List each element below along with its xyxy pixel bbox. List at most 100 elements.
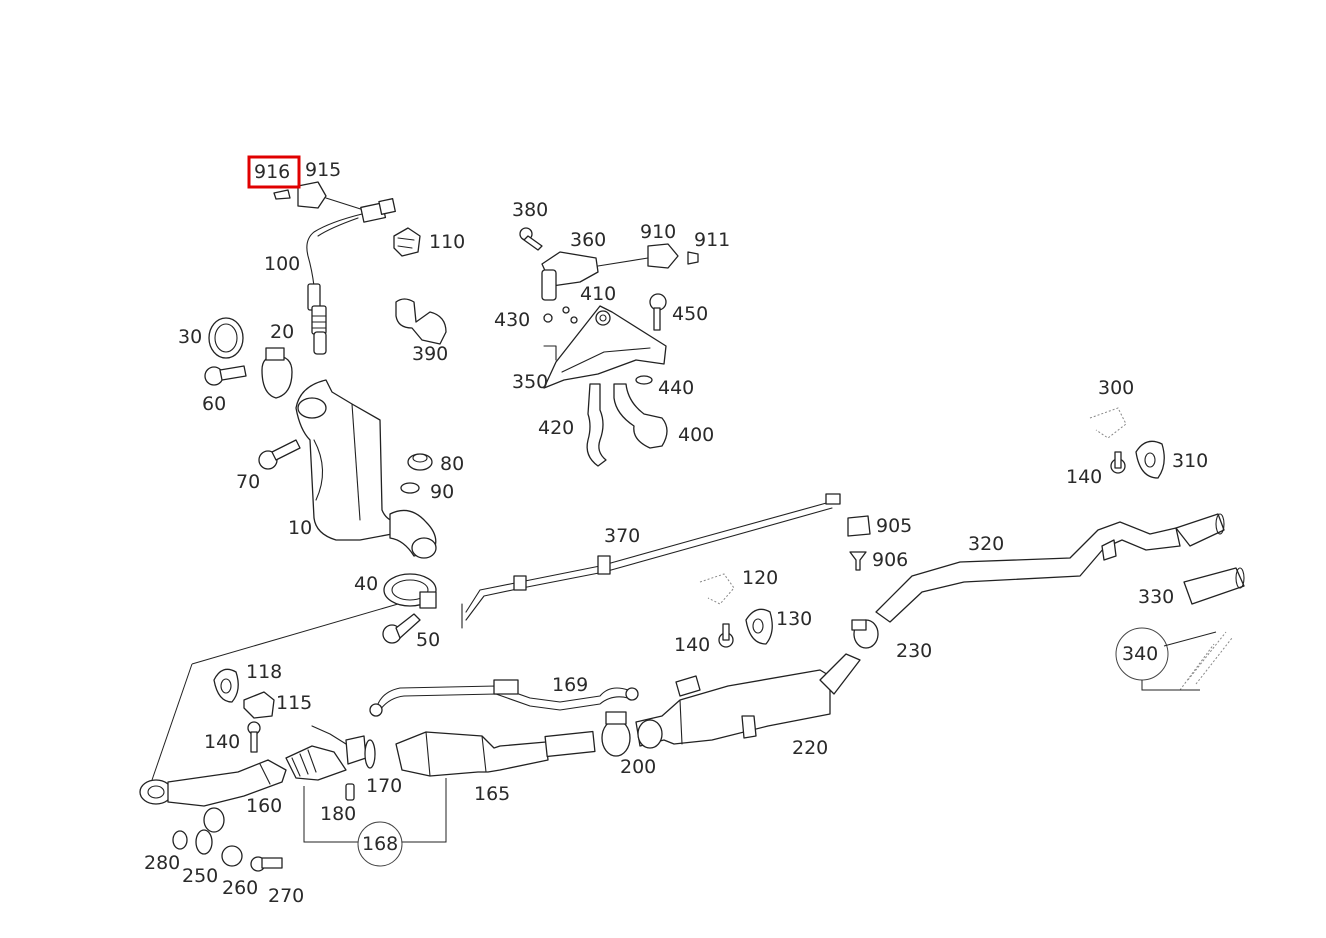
label-230[interactable]: 230 bbox=[896, 640, 932, 662]
cable-370[interactable] bbox=[461, 493, 841, 629]
sensor-180[interactable] bbox=[345, 783, 355, 801]
grille-340[interactable] bbox=[1179, 631, 1233, 691]
connector-911[interactable] bbox=[687, 251, 699, 265]
label-910[interactable]: 910 bbox=[640, 221, 676, 243]
label-40[interactable]: 40 bbox=[354, 573, 378, 595]
label-310[interactable]: 310 bbox=[1172, 450, 1208, 472]
label-140-rear[interactable]: 140 bbox=[1066, 466, 1102, 488]
label-140-front[interactable]: 140 bbox=[204, 731, 240, 753]
bolt-140-front[interactable] bbox=[247, 721, 261, 753]
hanger-118[interactable] bbox=[213, 668, 239, 703]
bolt-140-rear[interactable] bbox=[1110, 451, 1126, 474]
label-70[interactable]: 70 bbox=[236, 471, 260, 493]
label-350[interactable]: 350 bbox=[512, 371, 548, 393]
label-430[interactable]: 430 bbox=[494, 309, 530, 331]
washer-430[interactable] bbox=[543, 306, 578, 324]
bolt-60[interactable] bbox=[204, 365, 247, 386]
bolt-270[interactable] bbox=[250, 856, 283, 872]
connector-910[interactable] bbox=[647, 243, 679, 269]
clamp-440[interactable] bbox=[635, 375, 653, 385]
rear-muffler-330[interactable] bbox=[1183, 567, 1245, 605]
bracket-115[interactable] bbox=[243, 691, 275, 719]
label-916[interactable]: 916 bbox=[254, 161, 290, 183]
dpf-165[interactable] bbox=[395, 730, 596, 777]
label-130[interactable]: 130 bbox=[776, 608, 812, 630]
catalytic-converter-10[interactable] bbox=[295, 379, 437, 559]
label-270[interactable]: 270 bbox=[268, 885, 304, 907]
cap-906[interactable] bbox=[849, 551, 867, 571]
nut-260[interactable] bbox=[221, 845, 243, 867]
label-50[interactable]: 50 bbox=[416, 629, 440, 651]
bolt-450[interactable] bbox=[649, 293, 667, 331]
label-180[interactable]: 180 bbox=[320, 803, 356, 825]
bolt-140-middle[interactable] bbox=[718, 623, 734, 648]
clamp-20[interactable] bbox=[261, 347, 293, 399]
connector-916[interactable] bbox=[273, 189, 291, 200]
hanger-310[interactable] bbox=[1135, 440, 1165, 479]
label-220[interactable]: 220 bbox=[792, 737, 828, 759]
label-320[interactable]: 320 bbox=[968, 533, 1004, 555]
ring-280[interactable] bbox=[172, 830, 188, 850]
bolt-70[interactable] bbox=[258, 439, 301, 470]
label-169[interactable]: 169 bbox=[552, 674, 588, 696]
gasket-30[interactable] bbox=[208, 317, 244, 359]
label-911[interactable]: 911 bbox=[694, 229, 730, 251]
hose-420[interactable] bbox=[586, 383, 607, 467]
label-100[interactable]: 100 bbox=[264, 253, 300, 275]
label-118[interactable]: 118 bbox=[246, 661, 282, 683]
heat-shield-bracket-350[interactable] bbox=[543, 305, 667, 389]
label-160[interactable]: 160 bbox=[246, 795, 282, 817]
label-120[interactable]: 120 bbox=[742, 567, 778, 589]
clamp-230[interactable] bbox=[851, 619, 879, 649]
gasket-170[interactable] bbox=[364, 739, 376, 769]
flex-pipe-168[interactable] bbox=[285, 725, 367, 781]
label-370[interactable]: 370 bbox=[604, 525, 640, 547]
label-905[interactable]: 905 bbox=[876, 515, 912, 537]
clip-110[interactable] bbox=[393, 227, 421, 257]
hanger-130[interactable] bbox=[745, 608, 773, 645]
hanger-300[interactable] bbox=[1089, 407, 1127, 439]
label-170[interactable]: 170 bbox=[366, 775, 402, 797]
label-165[interactable]: 165 bbox=[474, 783, 510, 805]
label-410[interactable]: 410 bbox=[580, 283, 616, 305]
bolt-50[interactable] bbox=[382, 613, 421, 644]
label-10[interactable]: 10 bbox=[288, 517, 312, 539]
label-906[interactable]: 906 bbox=[872, 549, 908, 571]
label-280[interactable]: 280 bbox=[144, 852, 180, 874]
label-200[interactable]: 200 bbox=[620, 756, 656, 778]
label-115[interactable]: 115 bbox=[276, 692, 312, 714]
clip-390[interactable] bbox=[395, 298, 447, 345]
oxygen-sensor-assembly[interactable] bbox=[306, 197, 396, 355]
pressure-sensor-360[interactable] bbox=[541, 251, 649, 301]
label-360[interactable]: 360 bbox=[570, 229, 606, 251]
label-260[interactable]: 260 bbox=[222, 877, 258, 899]
label-300[interactable]: 300 bbox=[1098, 377, 1134, 399]
middle-muffler-220[interactable] bbox=[635, 653, 861, 749]
label-400[interactable]: 400 bbox=[678, 424, 714, 446]
label-110[interactable]: 110 bbox=[429, 231, 465, 253]
hanger-120[interactable] bbox=[699, 573, 735, 605]
label-20[interactable]: 20 bbox=[270, 321, 294, 343]
label-380[interactable]: 380 bbox=[512, 199, 548, 221]
label-60[interactable]: 60 bbox=[202, 393, 226, 415]
clamp-40[interactable] bbox=[383, 573, 437, 609]
ring-90[interactable] bbox=[400, 482, 420, 494]
nut-410[interactable] bbox=[595, 310, 611, 326]
label-420[interactable]: 420 bbox=[538, 417, 574, 439]
clamp-200[interactable] bbox=[601, 711, 631, 757]
label-340[interactable]: 340 bbox=[1122, 643, 1158, 665]
label-140-middle[interactable]: 140 bbox=[674, 634, 710, 656]
label-915[interactable]: 915 bbox=[305, 159, 341, 181]
bolt-380[interactable] bbox=[519, 227, 543, 251]
label-450[interactable]: 450 bbox=[672, 303, 708, 325]
washer-250[interactable] bbox=[195, 807, 225, 855]
label-440[interactable]: 440 bbox=[658, 377, 694, 399]
connector-905[interactable] bbox=[847, 515, 871, 537]
front-pipe-160[interactable] bbox=[139, 759, 287, 807]
grommet-80[interactable] bbox=[407, 453, 433, 471]
tail-pipe-320[interactable] bbox=[875, 513, 1225, 623]
label-168[interactable]: 168 bbox=[362, 833, 398, 855]
label-90[interactable]: 90 bbox=[430, 481, 454, 503]
pipe-169[interactable] bbox=[369, 679, 639, 717]
connector-915[interactable] bbox=[297, 181, 327, 209]
